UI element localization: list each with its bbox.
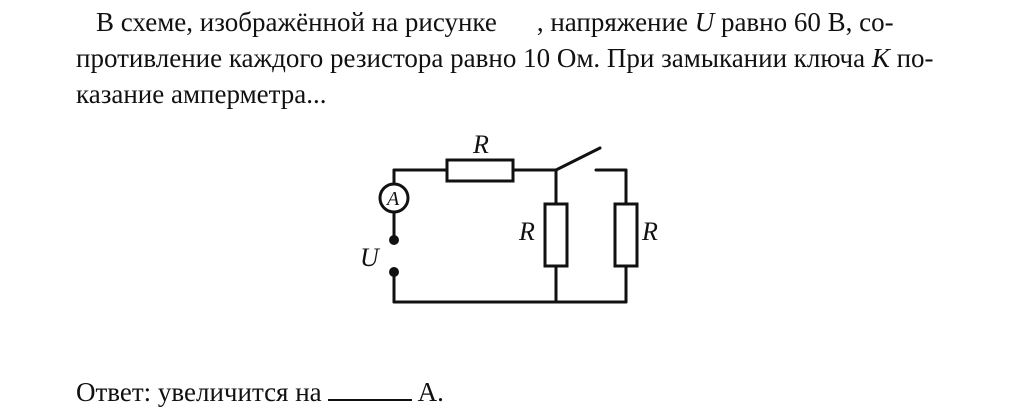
problem-statement: В схеме, изображённой на рисунке , напряж… bbox=[76, 4, 976, 112]
switch-variable: K bbox=[871, 43, 890, 73]
resistor-right-label: R bbox=[641, 217, 658, 246]
voltage-terminal-top bbox=[389, 235, 399, 245]
voltage-variable: U bbox=[694, 7, 715, 37]
problem-text-part: , напряжение bbox=[536, 7, 688, 37]
resistor-top bbox=[445, 158, 515, 183]
resistor-middle bbox=[543, 202, 569, 268]
resistor-middle-label: R bbox=[518, 217, 535, 246]
voltage-terminal-bottom bbox=[389, 267, 399, 277]
answer-prefix: Ответ: увеличится на bbox=[76, 377, 322, 407]
problem-line-2: противление каждого резистора равно 10 О… bbox=[76, 40, 976, 76]
answer-suffix: А. bbox=[417, 377, 444, 407]
problem-text-part: противление каждого резистора равно 10 О… bbox=[76, 43, 866, 73]
problem-line-1: В схеме, изображённой на рисунке , напряж… bbox=[76, 4, 976, 40]
ammeter-label: A bbox=[385, 188, 400, 210]
switch-blade bbox=[554, 146, 602, 172]
voltage-label: U bbox=[360, 243, 381, 272]
answer-blank[interactable] bbox=[327, 377, 412, 401]
problem-text-part: В схеме, изображённой на рисунке bbox=[96, 7, 497, 37]
problem-text-part: равно 60 В, со- bbox=[720, 7, 894, 37]
problem-line-3: казание амперметра... bbox=[76, 79, 327, 109]
resistor-top-label: R bbox=[472, 130, 489, 159]
resistor-right bbox=[613, 202, 639, 268]
problem-text-part: по- bbox=[896, 43, 934, 73]
answer-line: Ответ: увеличится на А. bbox=[76, 374, 444, 410]
